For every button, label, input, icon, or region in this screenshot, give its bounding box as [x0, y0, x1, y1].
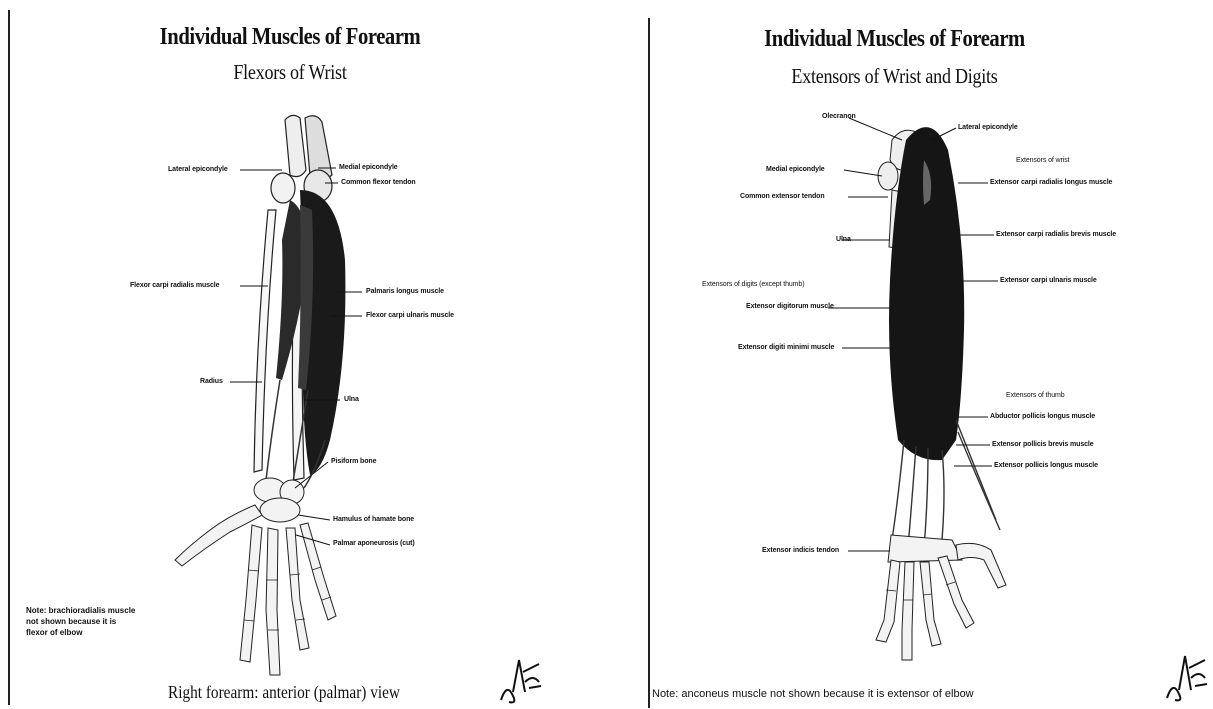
note-line: Note: brachioradialis muscle — [26, 605, 135, 616]
label-common-flexor-tendon: Common flexor tendon — [341, 179, 416, 186]
label-extensor-indicis: Extensor indicis tendon — [762, 547, 839, 554]
label-medial-epicondyle: Medial epicondyle — [766, 166, 825, 173]
label-palmaris-longus: Palmaris longus muscle — [366, 288, 444, 295]
label-medial-epicondyle: Medial epicondyle — [339, 164, 398, 171]
label-extensor-digiti-minimi: Extensor digiti minimi muscle — [738, 344, 834, 351]
forearm-anterior-illustration — [0, 0, 600, 709]
label-ecu: Extensor carpi ulnaris muscle — [1000, 277, 1097, 284]
label-lateral-epicondyle: Lateral epicondyle — [958, 124, 1018, 131]
label-pisiform-bone: Pisiform bone — [331, 458, 376, 465]
label-apl: Abductor pollicis longus muscle — [990, 413, 1095, 420]
label-lateral-epicondyle: Lateral epicondyle — [168, 166, 228, 173]
anconeus-note: Note: anconeus muscle not shown because … — [652, 688, 974, 700]
label-palmar-aponeurosis: Palmar aponeurosis (cut) — [333, 540, 415, 547]
label-hamulus: Hamulus of hamate bone — [333, 516, 414, 523]
label-extensors-of-thumb: Extensors of thumb — [1006, 392, 1065, 399]
label-ecr-brevis: Extensor carpi radialis brevis muscle — [996, 231, 1116, 238]
label-extensors-of-digits: Extensors of digits (except thumb) — [702, 281, 804, 288]
brachioradialis-note: Note: brachioradialis muscle not shown b… — [26, 605, 135, 638]
note-line: flexor of elbow — [26, 627, 135, 638]
label-radius: Radius — [200, 378, 223, 385]
label-extensor-digitorum: Extensor digitorum muscle — [746, 303, 834, 310]
left-caption: Right forearm: anterior (palmar) view — [168, 682, 400, 703]
label-common-extensor-tendon: Common extensor tendon — [740, 193, 825, 200]
netter-signature-logo — [1161, 646, 1211, 706]
left-panel: Individual Muscles of Forearm Flexors of… — [0, 0, 600, 709]
label-ulna: Ulna — [836, 236, 851, 243]
label-ulna: Ulna — [344, 396, 359, 403]
note-line: not shown because it is — [26, 616, 135, 627]
forearm-posterior-illustration — [606, 0, 1213, 709]
label-extensors-of-wrist: Extensors of wrist — [1016, 157, 1069, 164]
label-olecranon: Olecranon — [822, 113, 856, 120]
netter-signature-logo — [495, 652, 545, 707]
right-panel: Individual Muscles of Forearm Extensors … — [606, 0, 1213, 709]
label-flexor-carpi-radialis: Flexor carpi radialis muscle — [130, 282, 219, 289]
label-ecr-longus: Extensor carpi radialis longus muscle — [990, 179, 1112, 186]
label-epb: Extensor pollicis brevis muscle — [992, 441, 1094, 448]
label-flexor-carpi-ulnaris: Flexor carpi ulnaris muscle — [366, 312, 454, 319]
label-epl: Extensor pollicis longus muscle — [994, 462, 1098, 469]
